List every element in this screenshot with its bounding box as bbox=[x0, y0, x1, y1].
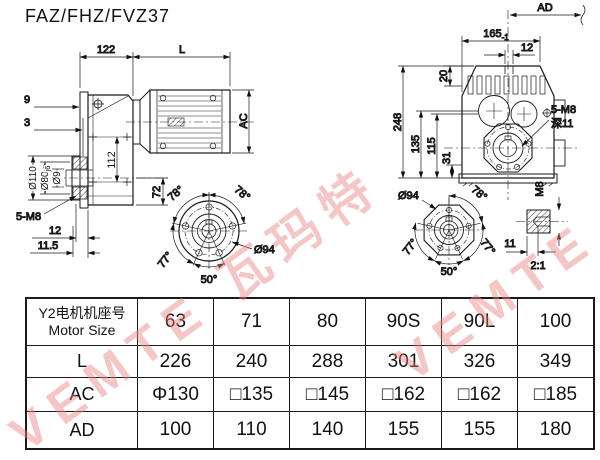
dim-31: 31 bbox=[441, 152, 453, 164]
dim-72-lines bbox=[136, 177, 168, 206]
cell-L-80: 288 bbox=[289, 345, 366, 378]
dim-stack-lines bbox=[398, 65, 478, 179]
cell-AC-80: □145 bbox=[289, 377, 366, 412]
header-motor-size-cn: Y2电机机座号 bbox=[38, 304, 126, 321]
dim-248: 248 bbox=[392, 113, 404, 131]
dim-165-tolerance: -1 bbox=[502, 33, 510, 42]
col-header-71: 71 bbox=[213, 297, 290, 346]
angle-78-ur: 78° bbox=[232, 184, 252, 204]
dim-11: 11 bbox=[504, 238, 515, 250]
page-title: FAZ/FHZ/FVZ37 bbox=[25, 6, 171, 26]
cell-L-100: 349 bbox=[517, 345, 595, 378]
thread-detail bbox=[506, 197, 568, 256]
dim-72: 72 bbox=[151, 186, 163, 198]
dim-dia94-right: Ø94 bbox=[398, 190, 419, 202]
dim-dia80: Ø80j6 bbox=[40, 166, 52, 191]
dim-165-lines bbox=[461, 36, 541, 92]
label-depth-11: 深11 bbox=[551, 117, 573, 130]
dim-12: 12 bbox=[49, 225, 61, 237]
dim-dia110: Ø110 bbox=[28, 166, 39, 190]
cooling-ribs bbox=[467, 75, 546, 95]
angle-77-right: 77° bbox=[478, 237, 498, 258]
table-row-AD: AD 100 110 140 155 155 180 bbox=[25, 411, 595, 450]
row-label-AD: AD bbox=[25, 411, 138, 450]
cell-AD-71: 110 bbox=[213, 411, 290, 450]
col-header-80: 80 bbox=[289, 297, 366, 346]
side-screw-symbol bbox=[542, 108, 552, 118]
col-header-100: 100 bbox=[517, 297, 595, 346]
motor-size-table: Y2电机机座号 Motor Size 63 71 80 90S 90L 100 … bbox=[25, 297, 595, 450]
label-5M8-right: 5-M8 bbox=[551, 104, 576, 116]
dim-112: 112 bbox=[106, 151, 118, 169]
label-5M8-left: 5-M8 bbox=[16, 211, 41, 223]
row-label-L: L bbox=[25, 345, 138, 378]
dim-122: 122 bbox=[97, 44, 115, 56]
dim-12r-lines bbox=[484, 50, 535, 64]
angle-78-right: 78° bbox=[469, 184, 489, 204]
dia-dim-lines bbox=[28, 155, 78, 201]
dim-9-3-lines bbox=[34, 104, 83, 133]
col-header-63: 63 bbox=[137, 297, 214, 346]
motor-side bbox=[132, 89, 231, 154]
cell-AC-100: □185 bbox=[517, 377, 595, 412]
dim-dia94-left: Ø94 bbox=[254, 244, 275, 256]
cell-AD-90L: 155 bbox=[441, 411, 518, 450]
screw-symbol bbox=[92, 98, 104, 110]
table-row-L: L 226 240 288 301 326 349 bbox=[25, 345, 595, 378]
row-label-AC: AC bbox=[25, 377, 138, 412]
dim-20: 20 bbox=[438, 70, 450, 82]
dim-dia9: Ø9 bbox=[52, 171, 63, 185]
cell-AC-71: □135 bbox=[213, 377, 290, 412]
cell-AD-90S: 155 bbox=[365, 411, 442, 450]
cell-AC-63: Φ130 bbox=[137, 377, 214, 412]
table-header-row: Y2电机机座号 Motor Size 63 71 80 90S 90L 100 bbox=[25, 297, 595, 346]
cell-AC-90S: □162 bbox=[365, 377, 442, 412]
cell-AD-80: 140 bbox=[289, 411, 366, 450]
dim-11-5: 11.5 bbox=[38, 240, 59, 252]
col-header-90L: 90L bbox=[441, 297, 518, 346]
dia80-tolerance: j6 bbox=[43, 166, 52, 173]
dim-122-L bbox=[79, 52, 231, 96]
dim-L: L bbox=[179, 44, 185, 56]
dim-AD-lines bbox=[509, 4, 586, 26]
table-row-AC: AC Φ130 □135 □145 □162 □162 □185 bbox=[25, 377, 595, 412]
dim-12-115-lines bbox=[30, 204, 100, 258]
cell-AC-90L: □162 bbox=[441, 377, 518, 412]
output-flange-front bbox=[483, 123, 533, 173]
angle-77-ll: 77° bbox=[156, 250, 176, 271]
cell-L-71: 240 bbox=[213, 345, 290, 378]
label-M8: M8 bbox=[534, 181, 546, 196]
dim-165: 165-1 bbox=[483, 28, 509, 42]
cell-L-90S: 301 bbox=[365, 345, 442, 378]
cell-AD-63: 100 bbox=[137, 411, 214, 450]
angle-77-left: 77° bbox=[401, 237, 421, 258]
octagon-end-view bbox=[412, 193, 486, 266]
angle-50-right: 50° bbox=[441, 266, 458, 278]
dim-165-value: 165 bbox=[483, 28, 501, 40]
cell-L-90L: 326 bbox=[441, 345, 518, 378]
technical-drawing: 122 L 9 3 AC 112 72 bbox=[16, 2, 586, 287]
cell-AD-100: 180 bbox=[517, 411, 595, 450]
dim-3: 3 bbox=[24, 117, 30, 129]
dim-115: 115 bbox=[426, 137, 438, 155]
dim-12-right: 12 bbox=[521, 42, 533, 54]
header-motor-size: Y2电机机座号 Motor Size bbox=[25, 297, 138, 346]
dim-9: 9 bbox=[24, 94, 30, 106]
header-motor-size-en: Motor Size bbox=[48, 322, 116, 338]
dim-AC-lines bbox=[232, 89, 254, 154]
dim-135: 135 bbox=[410, 135, 422, 153]
dim-AC: AC bbox=[238, 113, 250, 128]
dia80-value: Ø80 bbox=[40, 171, 51, 190]
col-header-90S: 90S bbox=[365, 297, 442, 346]
hole-marks bbox=[89, 133, 131, 186]
flange-end-view bbox=[170, 192, 253, 270]
angle-78-ul: 78° bbox=[166, 184, 186, 204]
dim-AD: AD bbox=[537, 2, 552, 14]
right-front-view: AD 165-1 12 20 bbox=[392, 2, 586, 279]
cell-L-63: 226 bbox=[137, 345, 214, 378]
left-side-view: 122 L 9 3 AC 112 72 bbox=[16, 44, 276, 287]
angle-50: 50° bbox=[201, 274, 218, 286]
detail-scale: 2:1 bbox=[530, 260, 545, 272]
